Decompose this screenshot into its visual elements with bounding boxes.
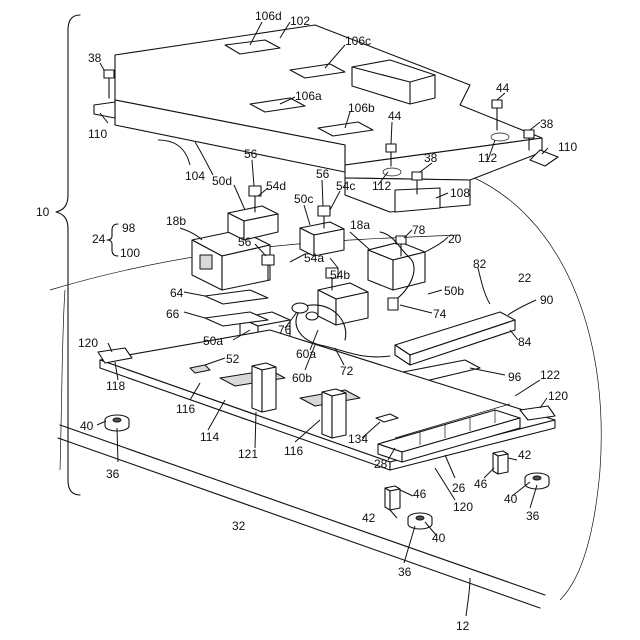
label-54d: 54d [266,179,286,193]
label-52: 52 [226,352,240,366]
label-18b: 18b [166,214,186,228]
label-100: 100 [120,246,140,260]
label-44-mid: 44 [388,109,402,123]
label-72: 72 [340,364,354,378]
label-50c: 50c [294,192,313,206]
label-32: 32 [232,519,246,533]
bus-bar-50d [228,206,278,240]
label-82: 82 [473,257,487,271]
label-42-bottom: 42 [362,511,376,525]
label-28: 28 [374,457,388,471]
label-121: 121 [238,447,258,461]
label-106d: 106d [255,9,282,23]
standoff-116-left [252,363,276,412]
label-66: 66 [166,307,180,321]
label-56-a: 56 [244,147,258,161]
label-54c: 54c [336,179,355,193]
label-110-left: 110 [88,127,107,141]
label-46-right: 46 [474,477,488,491]
label-36-b: 36 [398,565,412,579]
label-116-a: 116 [176,402,195,416]
label-122: 122 [540,368,560,382]
label-102: 102 [290,14,310,28]
label-40-b: 40 [432,531,446,545]
label-60a: 60a [296,347,316,361]
label-112-left: 112 [372,179,391,193]
label-110-right: 110 [558,140,577,154]
label-98: 98 [122,221,136,235]
label-36-c: 36 [526,509,540,523]
label-36-a: 36 [106,467,120,481]
label-44-top: 44 [496,81,510,95]
collar-42-right [493,451,508,474]
label-84: 84 [518,335,532,349]
label-46-bottom: 46 [413,487,427,501]
label-40-c: 40 [504,492,518,506]
label-104: 104 [185,169,205,183]
label-20: 20 [448,232,462,246]
label-24: 24 [92,232,106,246]
label-54a: 54a [304,251,324,265]
label-118: 118 [106,379,125,393]
collar-42-bottom [385,486,400,510]
label-12: 12 [456,619,470,633]
label-56-b: 56 [316,167,330,181]
label-50d: 50d [212,174,232,188]
label-22: 22 [518,271,532,285]
label-120-a: 120 [78,336,98,350]
label-78: 78 [412,223,426,237]
label-40-a: 40 [80,419,94,433]
standoff-116-right [322,389,346,438]
cover-102 [94,25,558,212]
label-26: 26 [452,481,466,495]
screw-38-left [104,70,114,98]
label-38-left: 38 [88,51,102,65]
heat-sink-22 [395,312,515,365]
brace-24 [107,224,118,256]
label-106b: 106b [348,101,375,115]
label-18a: 18a [350,218,370,232]
label-106a: 106a [295,89,322,103]
label-134: 134 [348,432,368,446]
label-50b: 50b [444,284,464,298]
label-54b: 54b [330,268,350,282]
plate-64 [205,290,268,304]
label-38-mid: 38 [424,151,438,165]
label-64: 64 [170,286,184,300]
label-96: 96 [508,370,522,384]
relay-18b [192,230,270,290]
label-60b: 60b [292,371,312,385]
label-112-right: 112 [478,151,497,165]
label-116-b: 116 [284,444,303,458]
label-56-c: 56 [238,235,252,249]
relay-18a [368,242,425,290]
brace-10 [56,15,80,495]
label-114: 114 [200,430,219,444]
label-76: 76 [278,323,292,337]
label-120-c: 120 [453,500,473,514]
label-38-right: 38 [540,117,554,131]
bus-bar-50b [318,283,368,325]
label-120-b: 120 [548,389,568,403]
label-50a: 50a [203,334,223,348]
label-74: 74 [433,307,447,321]
label-108: 108 [450,186,470,200]
label-90: 90 [540,293,554,307]
label-106c: 106c [345,34,371,48]
label-10: 10 [36,205,50,219]
label-42-right: 42 [518,448,532,462]
